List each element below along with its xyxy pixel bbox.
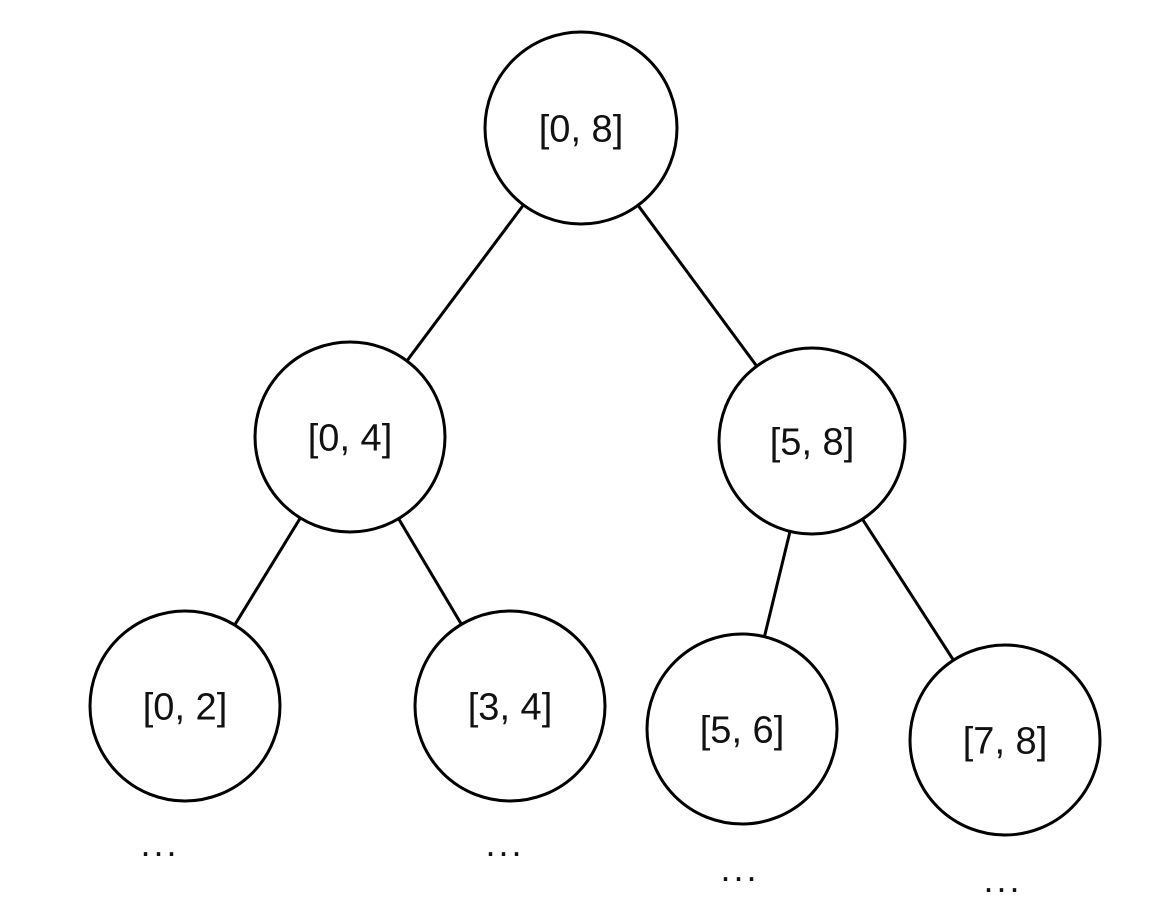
tree-node-0-8: [483, 30, 679, 226]
tree-node-label-0-2: [0, 2]: [143, 686, 228, 728]
tree-node-5-6: [645, 632, 839, 826]
tree-node-label-0-4: [0, 4]: [308, 417, 393, 459]
ellipsis-under-3-4: ...: [485, 823, 524, 864]
tree-node-label-3-4: [3, 4]: [468, 686, 553, 728]
ellipsis-under-7-8: ...: [983, 859, 1022, 900]
tree-node-0-4: [253, 340, 447, 534]
tree-node-3-4: [413, 609, 607, 803]
tree-node-0-2: [88, 609, 282, 803]
tree-node-label-5-6: [5, 6]: [700, 709, 785, 751]
tree-node-label-0-8: [0, 8]: [539, 108, 624, 150]
tree-node-7-8: [908, 643, 1102, 837]
tree-node-label-5-8: [5, 8]: [770, 421, 855, 463]
tree-node-5-8: [717, 346, 907, 536]
ellipsis-under-5-6: ...: [720, 848, 759, 889]
tree-node-label-7-8: [7, 8]: [963, 720, 1048, 762]
ellipsis-under-0-2: ...: [140, 823, 179, 864]
